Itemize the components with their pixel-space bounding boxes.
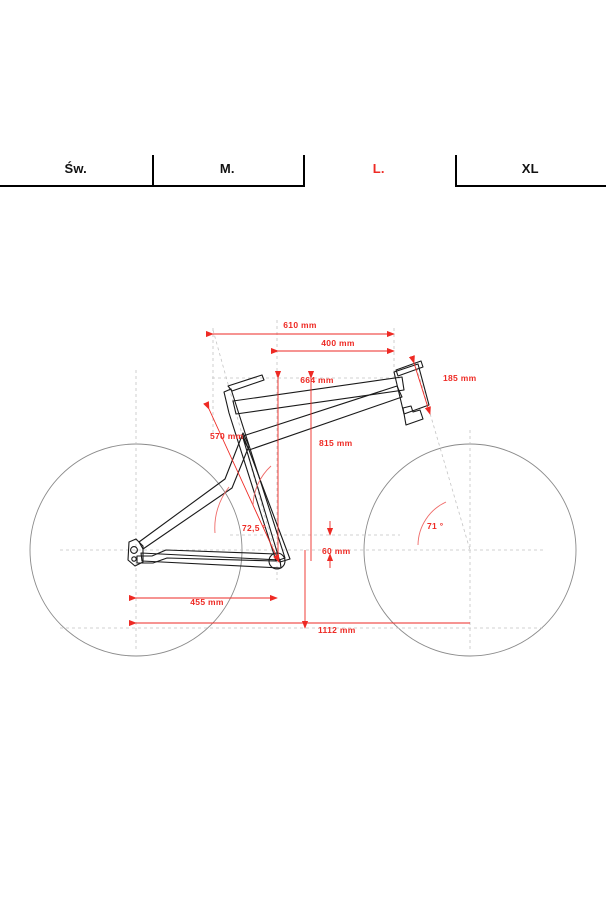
dim-label-400: 400 mm [321, 338, 355, 348]
dim-label-815: 815 mm [319, 438, 353, 448]
size-tab-s-label: Św. [64, 160, 87, 176]
dim-label-570: 570 mm [210, 431, 244, 441]
dim-label-185: 185 mm [443, 373, 477, 383]
dim-line-570 [203, 401, 280, 563]
dim-label-1112: 1112 mm [318, 625, 356, 635]
dim-label-664: 664 mm [300, 375, 334, 385]
size-tab-m-label: M. [219, 160, 235, 176]
head-angle-arc [417, 501, 447, 546]
dim-label-head-angle: 71 ° [427, 521, 444, 531]
rear-axle [130, 546, 138, 554]
dim-label-bb-drop: 60 mm [322, 546, 351, 556]
dim-label-610: 610 mm [283, 320, 317, 330]
rear-dropout [127, 538, 144, 567]
frame-geometry-diagram: 610 mm 400 mm 664 mm 185 mm 570 mm 815 m… [0, 250, 606, 670]
size-tab-s[interactable]: Św. [0, 155, 152, 187]
dimension-labels-layer: 610 mm 400 mm 664 mm 185 mm 570 mm 815 m… [190, 320, 476, 635]
size-tab-l[interactable]: L. [303, 155, 455, 187]
size-tab-l-label: L. [372, 160, 385, 176]
dim-label-455: 455 mm [190, 597, 224, 607]
seat-post-clamp [227, 374, 265, 392]
dim-line-185 [408, 355, 431, 415]
frame-layer [127, 360, 430, 570]
dim-label-seat-angle: 72,5 ° [242, 523, 266, 533]
size-tab-m[interactable]: M. [151, 155, 304, 187]
head-tube-bottom-cup [402, 405, 424, 426]
dimension-lines-layer [128, 330, 470, 629]
rear-dropout-hole [131, 556, 137, 562]
size-tab-xl[interactable]: XL [454, 155, 606, 187]
construction-lines-layer [60, 320, 546, 650]
seat-stay [138, 432, 250, 550]
head-tube-top-cup [395, 360, 424, 377]
size-tab-xl-label: XL [521, 160, 539, 176]
seat-angle-arc-outer [214, 486, 230, 534]
size-tab-bar: Św. M. L. XL [0, 155, 606, 187]
seat-angle-arc [252, 465, 272, 506]
